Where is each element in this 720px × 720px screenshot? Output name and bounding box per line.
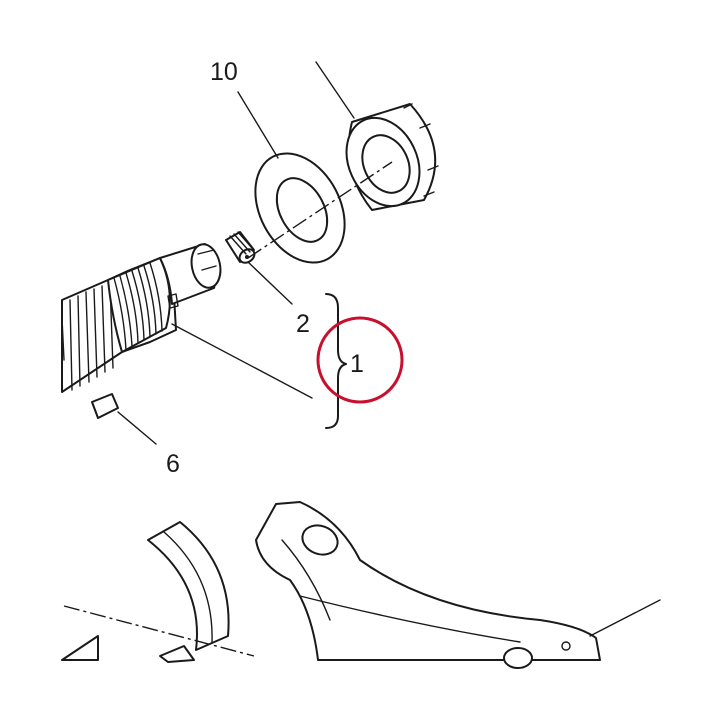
slotted-nut (345, 103, 439, 211)
connecting-rod (255, 501, 601, 669)
callout-1: 1 (350, 350, 364, 378)
woodruff-key (91, 393, 119, 419)
center-axis (247, 161, 393, 259)
callout-6: 6 (166, 450, 180, 478)
center-axis-lower (63, 605, 255, 657)
leader-line-rod (589, 599, 661, 637)
assembly-bracket (325, 293, 347, 429)
leader-lines (117, 61, 355, 445)
callout-10: 10 (210, 58, 238, 86)
bearing-shells (147, 521, 230, 663)
callout-2: 2 (296, 310, 310, 338)
grub-screw (225, 231, 256, 264)
highlight-circle (316, 316, 404, 404)
washer (254, 152, 346, 264)
partial-bore (61, 635, 99, 661)
spline-shaft (61, 243, 222, 393)
